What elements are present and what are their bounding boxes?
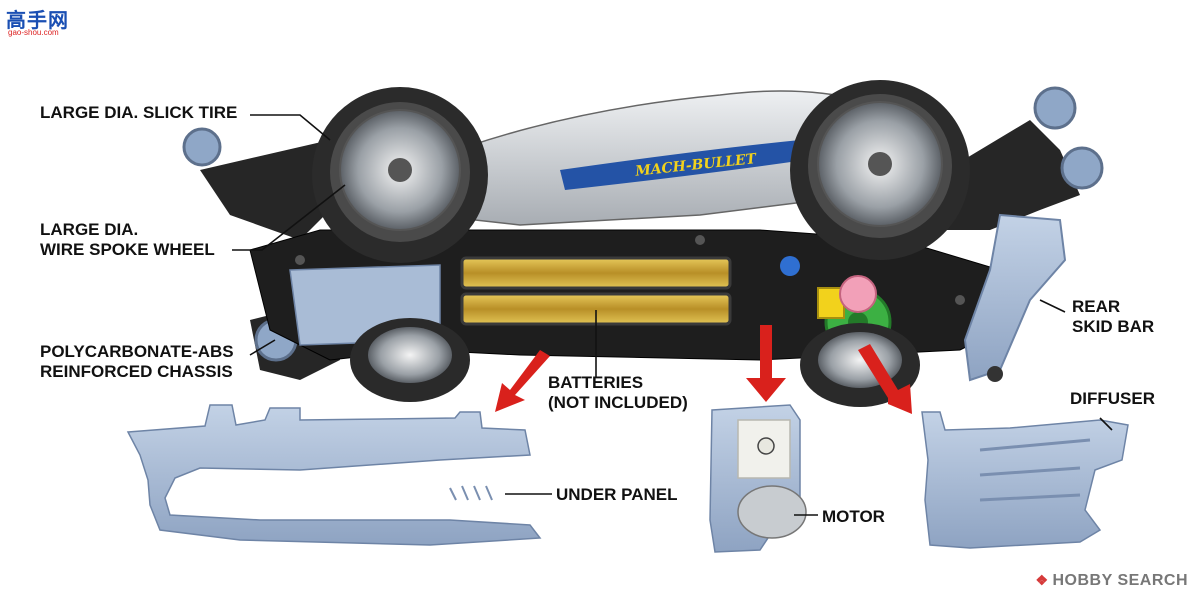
label-under-panel: UNDER PANEL [556, 485, 678, 504]
front-wheel-front [312, 87, 488, 402]
label-chassis: POLYCARBONATE-ABS REINFORCED CHASSIS [40, 342, 234, 381]
diffuser-part [921, 411, 1129, 549]
watermark-chinese-text: 高手网 [6, 8, 69, 32]
hobby-search-text: HOBBY SEARCH [1052, 572, 1188, 589]
leader-diffuser [1099, 417, 1113, 431]
watermark-logo: 高手网 gao-shou.com [6, 4, 72, 38]
arrow-motor [746, 325, 786, 402]
rear-wheel-front [790, 80, 970, 407]
label-wire-wheel: LARGE DIA. WIRE SPOKE WHEEL [40, 220, 215, 259]
batteries [460, 256, 732, 326]
motor-part [709, 404, 807, 553]
under-panel-part [126, 404, 542, 546]
rear-bumper-arms [930, 86, 1104, 230]
hobby-search-brand: ❖HOBBY SEARCH [1035, 572, 1188, 590]
leader-chassis [249, 339, 276, 356]
arrow-diffuser [858, 344, 912, 414]
leader-skid-bar [1039, 299, 1066, 313]
watermark-url-text: gao-shou.com [8, 28, 59, 37]
arrow-under-panel [495, 350, 550, 412]
rear-skid-bar [963, 213, 1067, 382]
label-motor: MOTOR [822, 507, 885, 526]
front-bumper-arms [182, 127, 340, 380]
label-diffuser: DIFFUSER [1070, 389, 1155, 408]
label-batteries: BATTERIES (NOT INCLUDED) [548, 373, 688, 412]
car-body: MACH-BULLET [429, 90, 881, 226]
hobby-search-mark-icon: ❖ [1035, 572, 1049, 588]
leader-lines [232, 114, 1113, 516]
leader-wire-wheel [232, 184, 346, 251]
label-rear-skid-bar: REAR SKID BAR [1072, 297, 1155, 336]
leader-slick-tire [250, 114, 331, 141]
label-slick-tire: LARGE DIA. SLICK TIRE [40, 103, 238, 122]
red-arrows [495, 325, 912, 414]
